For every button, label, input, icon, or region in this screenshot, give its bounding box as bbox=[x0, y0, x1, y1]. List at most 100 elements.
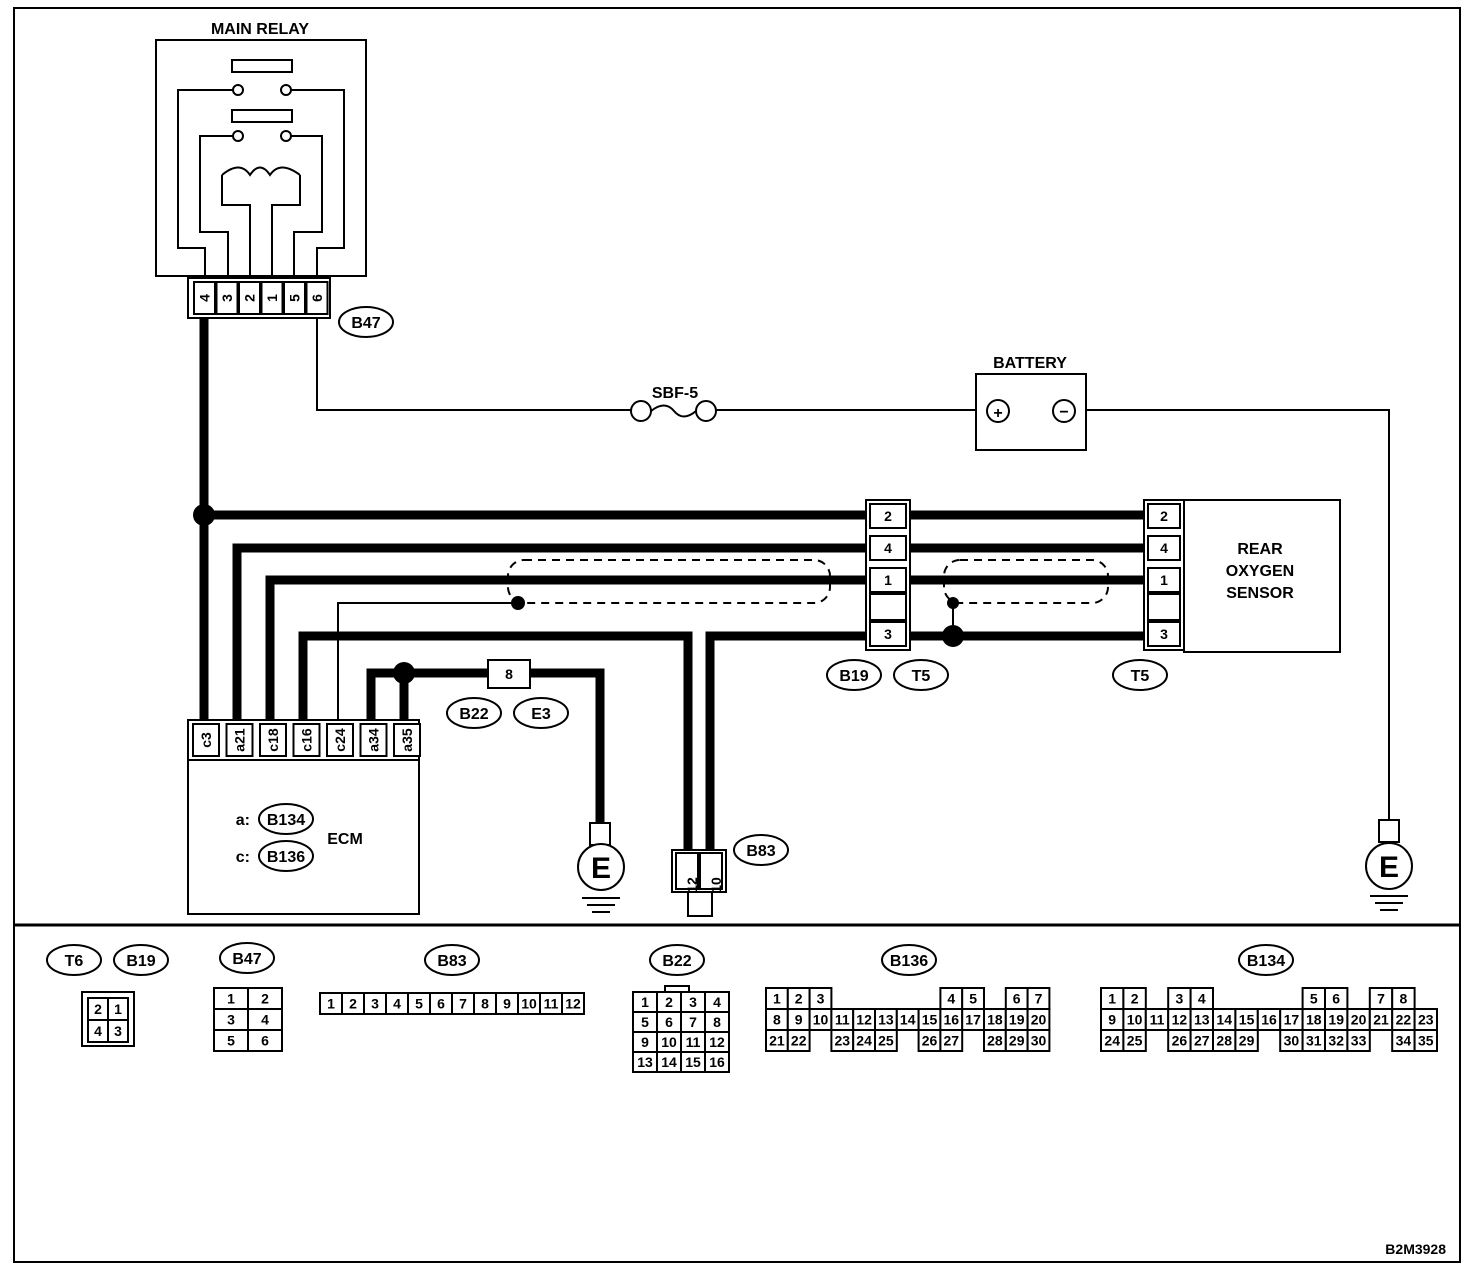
pin-label: 2 bbox=[665, 994, 673, 1010]
pin-label: a35 bbox=[399, 728, 415, 752]
pin-label: 6 bbox=[1013, 991, 1021, 1007]
pin-label: 4 bbox=[197, 294, 213, 302]
pin-label: 5 bbox=[415, 996, 423, 1012]
pin-label: 10 bbox=[1127, 1012, 1143, 1028]
pin-label: 2 bbox=[1160, 508, 1168, 524]
pin-label: 29 bbox=[1009, 1033, 1025, 1049]
pin-label: 13 bbox=[637, 1054, 653, 1070]
pin-label: 16 bbox=[1261, 1012, 1277, 1028]
pin-label: 24 bbox=[1104, 1033, 1120, 1049]
svg-text:SBF-5: SBF-5 bbox=[652, 385, 698, 402]
pin-label: 1 bbox=[884, 572, 892, 588]
svg-text:ECM: ECM bbox=[327, 831, 363, 848]
svg-text:T6: T6 bbox=[65, 953, 84, 970]
pin-label: 3 bbox=[371, 996, 379, 1012]
pin-label: 3 bbox=[1176, 991, 1184, 1007]
pin-label: 21 bbox=[1373, 1012, 1389, 1028]
pin-label: 14 bbox=[661, 1054, 677, 1070]
pin-label: 13 bbox=[1194, 1012, 1210, 1028]
pin-label: 17 bbox=[1284, 1012, 1300, 1028]
pin-label: 8 bbox=[1400, 991, 1408, 1007]
pin-label: 2 bbox=[795, 991, 803, 1007]
pin-label: 4 bbox=[261, 1012, 269, 1028]
pin-label: 6 bbox=[1332, 991, 1340, 1007]
pin-label: 11 bbox=[544, 996, 559, 1012]
pin-label: 9 bbox=[1108, 1012, 1116, 1028]
svg-text:B47: B47 bbox=[232, 951, 261, 968]
pin-label: 5 bbox=[969, 991, 977, 1007]
relay-coil-icon bbox=[221, 166, 301, 177]
pin-label: 30 bbox=[1031, 1033, 1047, 1049]
pin-label: 28 bbox=[987, 1033, 1003, 1049]
pin-label: 3 bbox=[227, 1012, 235, 1028]
pin-label: 1 bbox=[114, 1001, 122, 1017]
main-relay-label: MAIN RELAY bbox=[211, 21, 309, 38]
pin-label: 4 bbox=[713, 994, 721, 1010]
pin-label: 6 bbox=[665, 1014, 673, 1030]
pin-label: 10 bbox=[813, 1012, 829, 1028]
pin-label: 7 bbox=[1377, 991, 1385, 1007]
pin-label: 25 bbox=[1127, 1033, 1143, 1049]
pin-label: 25 bbox=[878, 1033, 894, 1049]
ground-icon: E bbox=[1365, 819, 1413, 911]
svg-text:8: 8 bbox=[505, 666, 513, 682]
pin-label: 7 bbox=[1035, 991, 1043, 1007]
connector-b22-e3: 8 bbox=[487, 659, 531, 689]
pin-label: 1 bbox=[1160, 572, 1168, 588]
pin-label: 11 bbox=[1150, 1012, 1165, 1028]
pin-label: 2 bbox=[349, 996, 357, 1012]
pin-label: 27 bbox=[1194, 1033, 1210, 1049]
svg-text:c:: c: bbox=[236, 849, 250, 866]
pin-label: 2 bbox=[261, 991, 269, 1007]
pin-label: 31 bbox=[1306, 1033, 1322, 1049]
pin-label: 1 bbox=[264, 294, 280, 302]
connector-tag-e3: E3 bbox=[513, 697, 569, 729]
pin-label: 23 bbox=[835, 1033, 851, 1049]
pin-label: 6 bbox=[309, 294, 325, 302]
pin-label: 23 bbox=[1418, 1012, 1434, 1028]
pin-label: 28 bbox=[1216, 1033, 1232, 1049]
pin-label: 26 bbox=[1172, 1033, 1188, 1049]
pin-label: 2 bbox=[884, 508, 892, 524]
svg-text:SENSOR: SENSOR bbox=[1226, 585, 1294, 602]
pin-label: 14 bbox=[1216, 1012, 1232, 1028]
svg-text:B83: B83 bbox=[437, 953, 466, 970]
pin-label: 34 bbox=[1396, 1033, 1412, 1049]
pin-label: 3 bbox=[114, 1023, 122, 1039]
pin-label: 1 bbox=[641, 994, 649, 1010]
pin-label: 4 bbox=[1198, 991, 1206, 1007]
pin-label: 3 bbox=[1160, 626, 1168, 642]
svg-text:B83: B83 bbox=[746, 843, 775, 860]
svg-text:OXYGEN: OXYGEN bbox=[1226, 563, 1294, 580]
pin-label: 32 bbox=[1328, 1033, 1344, 1049]
svg-text:a:: a: bbox=[236, 812, 250, 829]
pin-label: 4 bbox=[94, 1023, 102, 1039]
pin-label: 5 bbox=[287, 294, 303, 302]
joint-connector-b19-t5: 2 4 1 3 bbox=[865, 499, 911, 651]
pin-label: 3 bbox=[884, 626, 892, 642]
pin-label: 13 bbox=[878, 1012, 894, 1028]
svg-text:12: 12 bbox=[684, 877, 700, 893]
pin-label: 11 bbox=[835, 1012, 850, 1028]
svg-text:B22: B22 bbox=[459, 706, 488, 723]
pin-label: 2 bbox=[94, 1001, 102, 1017]
pin-label: c18 bbox=[265, 728, 281, 752]
pin-label: 7 bbox=[689, 1014, 697, 1030]
pin-label: 16 bbox=[944, 1012, 960, 1028]
pin-label: 12 bbox=[565, 996, 581, 1012]
pin-label: 8 bbox=[713, 1014, 721, 1030]
svg-text:B19: B19 bbox=[839, 668, 868, 685]
pin-label: 22 bbox=[791, 1033, 807, 1049]
pin-label: 4 bbox=[884, 540, 892, 556]
pin-label: 11 bbox=[686, 1034, 701, 1050]
pin-label: 3 bbox=[689, 994, 697, 1010]
pin-label: 10 bbox=[521, 996, 537, 1012]
pin-label: 9 bbox=[795, 1012, 803, 1028]
pin-label: c24 bbox=[332, 728, 348, 752]
